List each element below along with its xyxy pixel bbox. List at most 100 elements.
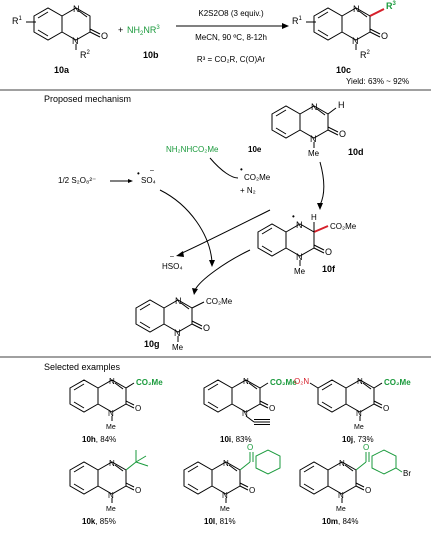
persulfate: 1/2 S₂O₈²⁻ [58, 176, 96, 185]
compound-10d: H N N O Me 10d [271, 100, 364, 158]
methyl-label: Me [354, 424, 364, 431]
o-atom: O [383, 404, 389, 413]
mechanism-section: Proposed mechanism H N N O Me 10d NH₂NHC… [44, 94, 364, 352]
methyl-label: Me [106, 506, 116, 513]
example-10i: N N O CO₂Me 10i, 83% [203, 377, 297, 444]
o-atom: O [203, 323, 210, 333]
ester-substituent: CO₂Me [136, 378, 163, 387]
charge-sign: – [150, 167, 154, 174]
examples-section: Selected examples N N O CO₂Me Me 10h, 84… [44, 362, 411, 526]
methyl-label: Me [220, 506, 230, 513]
r1-label: R1 [292, 16, 303, 26]
r3-definition: R³ = CO₂R, C(O)Ar [197, 55, 266, 64]
curved-arrow [179, 209, 271, 255]
bisulfate: HSO₄ [162, 262, 183, 271]
yield-range: Yield: 63% ~ 92% [346, 77, 409, 86]
h-atom: H [311, 213, 317, 222]
o-atom: O [381, 31, 388, 41]
compound-label-10e: 10e [248, 145, 262, 154]
ester-substituent: CO₂Me [384, 378, 411, 387]
o-atom: O [249, 486, 255, 495]
example-10k: N N O Me 10k, 85% [69, 450, 149, 526]
example-caption: 10j, 73% [342, 435, 374, 444]
substrate-10a: N N O R2 R1 10a [12, 4, 108, 75]
example-caption: 10m, 84% [322, 517, 358, 526]
r2-label: R2 [360, 50, 371, 60]
example-caption: 10i, 83% [220, 435, 252, 444]
n-atom: N [243, 377, 249, 386]
h-atom: H [338, 100, 345, 110]
n-atom: N [356, 409, 362, 418]
top-reaction: N N O R2 R1 10a + NH2NR3 10b K2S2O8 (3 e… [12, 1, 409, 86]
bromo-substituent: Br [403, 469, 411, 478]
methyl-label: Me [106, 424, 116, 431]
o-atom: O [135, 486, 141, 495]
n-atom: N [352, 36, 359, 46]
example-10j: O₂N N N O CO₂Me Me 10j, 73% [294, 377, 411, 444]
condition-solvent: MeCN, 90 ºC, 8-12h [195, 33, 267, 42]
curved-arrow [209, 157, 239, 179]
n-atom: N [72, 36, 79, 46]
example-10m: Br O N N O Me 10m, 84% [299, 443, 411, 526]
compound-label-10a: 10a [54, 65, 70, 75]
methyl-label: Me [294, 267, 306, 276]
example-caption: 10h, 84% [82, 435, 116, 444]
n-atom: N [310, 134, 317, 144]
n-atom: N [174, 328, 181, 338]
n-atom: N [338, 491, 344, 500]
sulfate-radical: SO₄ [141, 176, 156, 185]
o-atom: O [365, 486, 371, 495]
o-atom: O [339, 129, 346, 139]
n-atom: N [73, 4, 80, 14]
mechanism-title: Proposed mechanism [44, 94, 131, 104]
co2me-group: CO₂Me [206, 297, 233, 306]
example-caption: 10l, 81% [204, 517, 236, 526]
compound-10f: N • H N O CO₂Me Me 10f [257, 212, 357, 276]
o-atom: O [325, 247, 332, 257]
o-atom: O [363, 443, 369, 452]
compound-label-10c: 10c [336, 65, 351, 75]
condition-reagent: K2S2O8 (3 equiv.) [198, 9, 264, 18]
compound-10g: N N O CO₂Me Me 10g [135, 296, 233, 352]
n-atom: N [108, 491, 114, 500]
n-atom: N [311, 102, 318, 112]
n-atom: N [108, 409, 114, 418]
n-atom: N [109, 459, 115, 468]
example-10l: O N N O Me 10l, 81% [183, 443, 281, 526]
examples-title: Selected examples [44, 362, 121, 372]
r2-label: R2 [80, 50, 91, 60]
methyl-label: Me [336, 506, 346, 513]
n-atom: N [357, 377, 363, 386]
plus-sign: + [118, 25, 123, 35]
product-10c: N N O R3 R2 R1 10c [292, 1, 397, 75]
n-atom: N [296, 220, 303, 230]
n-atom: N [339, 459, 345, 468]
o-atom: O [101, 31, 108, 41]
o-atom: O [269, 404, 275, 413]
r1-label: R1 [12, 16, 23, 26]
reagent-10e: NH₂NHCO₂Me [166, 145, 219, 154]
co2me-group: CO₂Me [330, 222, 357, 231]
n-atom: N [242, 409, 248, 418]
reagent-10b: NH2NR3 [127, 25, 160, 37]
compound-label-10b: 10b [143, 50, 159, 60]
example-caption: 10k, 85% [82, 517, 116, 526]
radical-dot: • [292, 212, 295, 221]
nitro-group: O₂N [294, 377, 309, 386]
example-10h: N N O CO₂Me Me 10h, 84% [69, 377, 163, 444]
n-atom: N [109, 377, 115, 386]
o-atom: O [247, 443, 253, 452]
radical-dot: • [137, 169, 140, 178]
n-atom: N [222, 491, 228, 500]
n-atom: N [223, 459, 229, 468]
curved-arrow [319, 161, 325, 206]
ester-substituent: CO₂Me [270, 378, 297, 387]
charge-sign: – [170, 253, 174, 260]
o-atom: O [135, 404, 141, 413]
r3-label: R3 [386, 1, 397, 11]
compound-label-10f: 10f [322, 264, 336, 274]
compound-label-10g: 10g [144, 339, 160, 349]
n-atom: N [296, 252, 303, 262]
co2me-radical: CO₂Me [244, 173, 271, 182]
